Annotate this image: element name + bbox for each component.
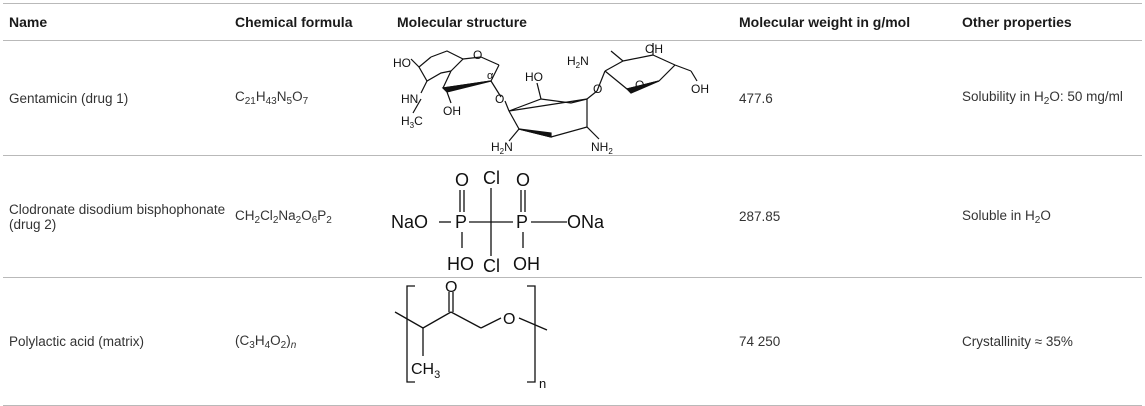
header-formula: Chemical formula: [229, 3, 391, 41]
structure-label: OH: [691, 82, 709, 96]
formula-sub: 2: [272, 214, 279, 226]
structure-label: n: [539, 376, 546, 391]
cell-properties: Crystallinity ≈ 35%: [956, 277, 1142, 406]
structure-label: HO: [447, 254, 474, 274]
properties-text: Solubility in H: [962, 89, 1044, 104]
properties-text: Soluble in H: [962, 207, 1035, 223]
gentamicin-structure: HO HN H3C OH O O α HO H2N NH2 H2N OH O O…: [393, 42, 709, 155]
formula-h: H: [254, 332, 265, 348]
structure-label: P: [455, 212, 467, 232]
structure-label: O: [593, 82, 602, 96]
properties-text: O: [1040, 207, 1051, 223]
structure-label: OH: [645, 42, 663, 56]
formula-ch: CH: [235, 207, 255, 223]
table-row: Gentamicin (drug 1) C21H43N5O7: [3, 40, 1142, 156]
polylactic-acid-structure: O O CH3 n: [394, 279, 548, 391]
cell-structure: HO HN H3C OH O O α HO H2N NH2 H2N OH O O…: [391, 40, 733, 156]
formula-n: n: [290, 339, 297, 351]
header-properties: Other properties: [956, 3, 1142, 41]
formula-sub: 7: [302, 96, 309, 107]
table-row: Polylactic acid (matrix) (C3H4O2)n: [3, 277, 1142, 406]
cell-weight: 477.6: [733, 40, 956, 156]
formula-sub: 2: [295, 214, 302, 226]
properties-sub: 2: [1043, 96, 1050, 107]
properties-table: Name Chemical formula Molecular structur…: [3, 3, 1142, 406]
table-row: Clodronate disodium bisphophonate (drug …: [3, 155, 1142, 278]
formula-h: H: [255, 89, 266, 104]
formula-n: N: [276, 89, 287, 104]
cell-name: Gentamicin (drug 1): [3, 40, 229, 156]
cell-weight: 287.85: [733, 155, 956, 278]
properties-sub: 2: [1034, 214, 1041, 226]
formula-o: O: [270, 332, 281, 348]
cell-properties: Solubility in H2O: 50 mg/ml: [956, 40, 1142, 156]
structure-label: O: [473, 48, 482, 62]
formula-sub: 2: [280, 339, 287, 351]
structure-label: CH3: [411, 361, 440, 381]
formula-p: P: [317, 207, 327, 223]
formula-sub: 6: [311, 214, 318, 226]
structure-label: Cl: [483, 256, 500, 276]
formula-cl: Cl: [260, 207, 273, 223]
structure-label: HN: [401, 92, 418, 106]
structure-label: P: [516, 212, 528, 232]
structure-label: H3C: [401, 114, 423, 130]
structure-label: α: [487, 70, 494, 82]
formula-sub: 3: [249, 339, 255, 351]
structure-label: Cl: [483, 168, 500, 188]
formula-na: Na: [278, 207, 296, 223]
cell-weight: 74 250: [733, 277, 956, 406]
formula-paren: ): [286, 332, 291, 348]
formula-sub: 2: [254, 214, 261, 226]
header-weight: Molecular weight in g/mol: [733, 3, 956, 41]
cell-formula: (C3H4O2)n: [229, 277, 391, 406]
cell-formula: C21H43N5O7: [229, 40, 391, 156]
structure-label: OH: [443, 104, 461, 118]
cell-structure: O O Cl Cl NaO ONa P P HO OH: [391, 155, 733, 278]
structure-label: O: [455, 170, 469, 190]
properties-text: O: 50 mg/ml: [1049, 89, 1123, 104]
formula-sub: 21: [244, 96, 256, 107]
structure-label: O: [503, 311, 515, 328]
formula-sub: 5: [286, 96, 293, 107]
structure-label: ONa: [567, 212, 605, 232]
formula-sub: 43: [265, 96, 277, 107]
cell-name: Clodronate disodium bisphophonate (drug …: [3, 155, 229, 278]
structure-label: O: [516, 170, 530, 190]
structure-label: O: [445, 279, 457, 296]
structure-label: HO: [525, 70, 543, 84]
formula-sub: 2: [326, 214, 332, 226]
formula-o: O: [292, 89, 303, 104]
header-name: Name: [3, 3, 229, 41]
clodronate-structure: O O Cl Cl NaO ONa P P HO OH: [391, 168, 605, 276]
formula-o: O: [301, 207, 312, 223]
structure-label: O: [495, 92, 504, 106]
structure-label: H2N: [491, 140, 513, 155]
formula-c: C: [235, 89, 245, 104]
cell-formula: CH2Cl2Na2O6P2: [229, 155, 391, 278]
cell-structure: O O CH3 n: [391, 277, 733, 406]
formula-sub: 4: [264, 339, 271, 351]
structure-label: NH2: [591, 140, 613, 155]
cell-name: Polylactic acid (matrix): [3, 277, 229, 406]
structure-label: H2N: [567, 54, 589, 70]
structure-label: HO: [393, 56, 411, 70]
header-structure: Molecular structure: [391, 3, 733, 41]
structure-label: NaO: [391, 212, 428, 232]
formula-c: (C: [235, 332, 250, 348]
cell-properties: Soluble in H2O: [956, 155, 1142, 278]
structure-label: O: [635, 78, 644, 92]
structure-label: OH: [513, 254, 540, 274]
header-row: Name Chemical formula Molecular structur…: [3, 3, 1142, 41]
